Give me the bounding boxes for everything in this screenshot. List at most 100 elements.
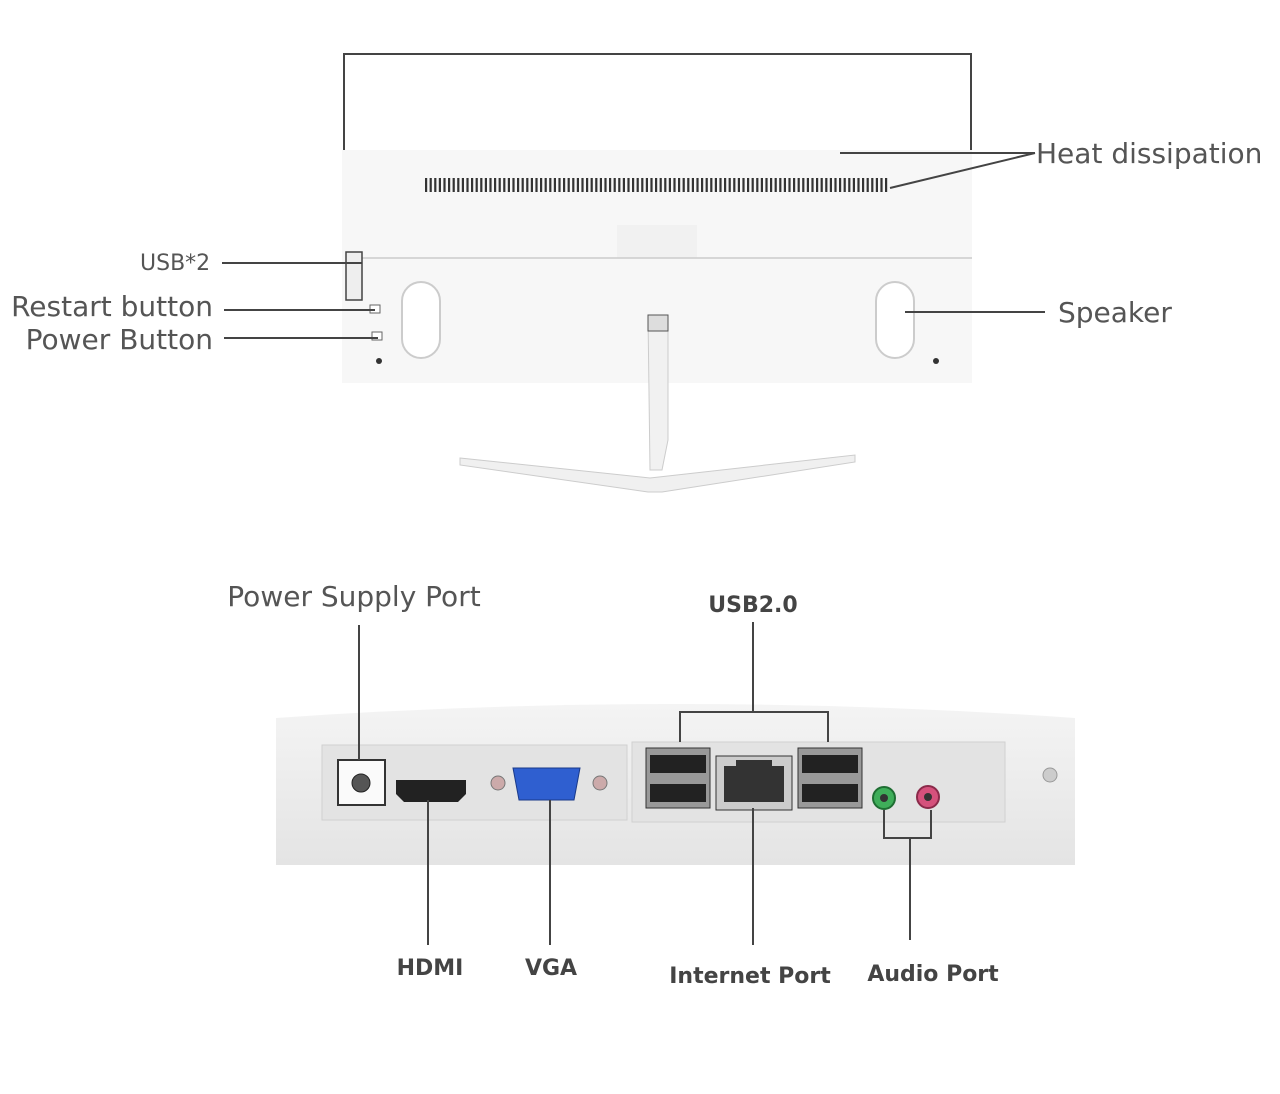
vent-slot <box>829 178 832 192</box>
vent-slot <box>811 178 814 192</box>
speaker-label: Speaker <box>1058 296 1172 329</box>
speaker-left-icon <box>401 281 441 359</box>
vent-slot <box>742 178 745 192</box>
vent-slot <box>696 178 699 192</box>
vent-slot <box>728 178 731 192</box>
vent-slot <box>475 178 478 192</box>
vent-slot <box>530 178 533 192</box>
vga-port-icon <box>512 767 581 801</box>
stand-base <box>459 454 856 493</box>
vent-slot <box>682 178 685 192</box>
vent-slot <box>659 178 662 192</box>
vent-slot <box>705 178 708 192</box>
audio-port-label: Audio Port <box>867 962 999 987</box>
vent-slot <box>632 178 635 192</box>
vent-slot <box>558 178 561 192</box>
vent-slot <box>429 178 432 192</box>
vent-slot <box>448 178 451 192</box>
vent-slot <box>806 178 809 192</box>
usb20-label: USB2.0 <box>708 593 797 618</box>
vent-slot <box>636 178 639 192</box>
usb-ports-left-icon <box>645 747 711 809</box>
hdmi-label: HDMI <box>397 956 464 981</box>
vent-slot <box>788 178 791 192</box>
vent-slot <box>664 178 667 192</box>
screw <box>1042 767 1058 783</box>
vent-slot <box>779 178 782 192</box>
vent-slot <box>825 178 828 192</box>
usb-ports-right-icon <box>797 747 863 809</box>
vent-slot <box>576 178 579 192</box>
vent-slot <box>466 178 469 192</box>
vent-slot <box>820 178 823 192</box>
vent-slot <box>595 178 598 192</box>
vent-slot <box>498 178 501 192</box>
vent-slot <box>701 178 704 192</box>
power-supply-port-label: Power Supply Port <box>227 580 480 613</box>
vent-slot <box>627 178 630 192</box>
vga-screw <box>592 775 608 791</box>
vent-slot <box>452 178 455 192</box>
vent-slot <box>563 178 566 192</box>
vent-slot <box>425 178 428 192</box>
vent-slot <box>471 178 474 192</box>
monitor-rear-view: Heat dissipation USB*2 Restart button Po… <box>11 53 1262 493</box>
vent-slot <box>567 178 570 192</box>
vent-slot <box>678 178 681 192</box>
vent-slot <box>549 178 552 192</box>
vent-slot <box>774 178 777 192</box>
screw-hole <box>376 358 382 364</box>
vent-slot <box>733 178 736 192</box>
vent-slot <box>770 178 773 192</box>
audio-leader <box>883 810 932 940</box>
vent-slot <box>756 178 759 192</box>
vent-slot <box>494 178 497 192</box>
vent-slot <box>613 178 616 192</box>
vent-slot <box>544 178 547 192</box>
vent-slot <box>714 178 717 192</box>
vent-slot <box>668 178 671 192</box>
vent-slot <box>586 178 589 192</box>
vent-slot <box>687 178 690 192</box>
vent-slot <box>618 178 621 192</box>
vent-slot <box>765 178 768 192</box>
speaker-right-icon <box>875 281 915 359</box>
vent-slot <box>871 178 874 192</box>
vent-slot <box>737 178 740 192</box>
vent-slot <box>526 178 529 192</box>
vent-slot <box>880 178 883 192</box>
vent-slot <box>484 178 487 192</box>
vent-slot <box>457 178 460 192</box>
vent-slot <box>673 178 676 192</box>
vent-slot <box>503 178 506 192</box>
vent-slot <box>751 178 754 192</box>
vent-slot <box>793 178 796 192</box>
vent-slot <box>797 178 800 192</box>
vent-slot <box>691 178 694 192</box>
vent-slot <box>434 178 437 192</box>
vent-slot <box>724 178 727 192</box>
vent-slot <box>507 178 510 192</box>
vent-slot <box>535 178 538 192</box>
vent-slot <box>848 178 851 192</box>
vent-slot <box>862 178 865 192</box>
usb20-leader <box>679 622 829 742</box>
vent-slot <box>719 178 722 192</box>
vent-slot <box>604 178 607 192</box>
screw-hole <box>933 358 939 364</box>
vent-slot <box>438 178 441 192</box>
vent-slot <box>885 178 888 192</box>
vent-slot <box>461 178 464 192</box>
vent-slot <box>609 178 612 192</box>
vesa-cover <box>617 225 697 258</box>
ethernet-port-icon <box>715 755 793 811</box>
port-panel-view: Power Supply Port USB2.0 HDMI VGA Intern… <box>227 580 1075 989</box>
usb-side-ports <box>345 251 363 301</box>
stand-joint <box>647 314 669 332</box>
vent-slot <box>857 178 860 192</box>
vent-slot <box>489 178 492 192</box>
heat-vent <box>425 178 888 192</box>
power-jack-hole <box>351 773 371 793</box>
heat-dissipation-label: Heat dissipation <box>1036 137 1262 170</box>
